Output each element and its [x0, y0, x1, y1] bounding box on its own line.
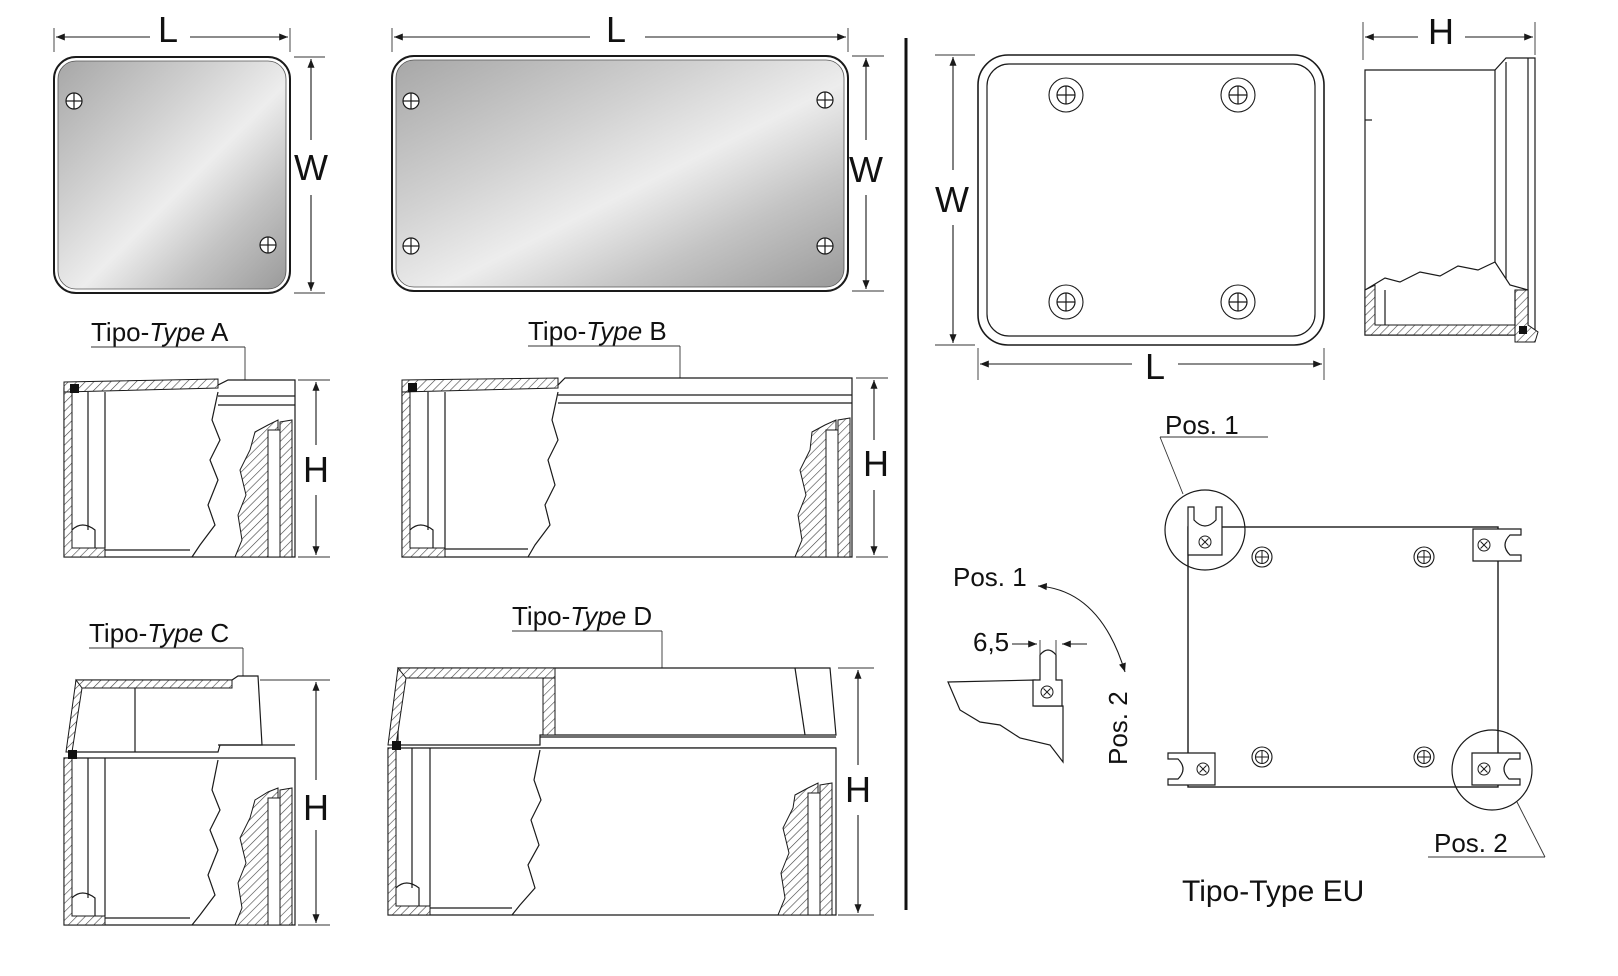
slot-width-label: 6,5: [973, 627, 1009, 657]
screw-icon: [816, 91, 834, 109]
pos1-label: Pos. 1: [953, 562, 1027, 592]
type-d-label: Tipo-Type D: [512, 601, 652, 631]
type-b-label: Tipo-Type B: [528, 316, 667, 346]
type-c-section-view: Tipo-Type C H: [63, 618, 330, 926]
type-d-section-view: Tipo-Type D H: [387, 601, 874, 916]
screw-icon: [259, 236, 277, 254]
dim-label-width: W: [849, 149, 883, 190]
screw-icon: [1048, 77, 1084, 113]
type-eu-bottom-view: Pos. 1 Pos. 2 Tipo-Type EU: [1159, 410, 1546, 908]
mount-screw-icon: [1040, 685, 1054, 699]
dim-label-height: H: [1428, 11, 1454, 52]
dim-label-width: W: [294, 147, 328, 188]
pos1-label: Pos. 1: [1165, 410, 1239, 440]
type-b-section-view: Tipo-Type B H: [401, 316, 889, 558]
screw-icon: [1220, 77, 1256, 113]
mount-screw-icon: [1198, 535, 1212, 549]
dim-label-length: L: [1145, 346, 1165, 387]
lid-long-top-view: L W: [391, 9, 884, 292]
dim-label-height: H: [863, 443, 889, 484]
screw-icon: [1048, 284, 1084, 320]
type-eu-side-section: H: [1362, 11, 1539, 343]
lid-small-top-view: L W: [53, 9, 328, 294]
mount-screw-icon: [1477, 762, 1491, 776]
screw-icon: [1251, 546, 1273, 568]
screw-icon: [402, 237, 420, 255]
dim-label-width: W: [935, 179, 969, 220]
screw-icon: [1220, 284, 1256, 320]
pos2-label: Pos. 2: [1434, 828, 1508, 858]
screw-icon: [65, 92, 83, 110]
mount-screw-icon: [1196, 762, 1210, 776]
screw-icon: [402, 92, 420, 110]
dim-label-length: L: [158, 9, 178, 50]
pos2-label: Pos. 2: [1103, 691, 1133, 765]
dim-label-length: L: [606, 9, 626, 50]
screw-icon: [816, 237, 834, 255]
type-eu-caption: Tipo-Type EU: [1182, 875, 1364, 908]
screw-icon: [1251, 746, 1273, 768]
dim-label-height: H: [303, 787, 329, 828]
screw-icon: [1413, 546, 1435, 568]
screw-icon: [1413, 746, 1435, 768]
type-c-label: Tipo-Type C: [89, 618, 229, 648]
mount-screw-icon: [1477, 538, 1491, 552]
type-eu-top-view: W L: [935, 54, 1325, 387]
mounting-foot-detail: Pos. 1 Pos. 2 6,5: [947, 562, 1133, 765]
type-a-label: Tipo-Type A: [91, 317, 229, 347]
dim-label-height: H: [303, 449, 329, 490]
dim-label-height: H: [845, 769, 871, 810]
type-a-section-view: Tipo-Type A H: [63, 317, 330, 558]
